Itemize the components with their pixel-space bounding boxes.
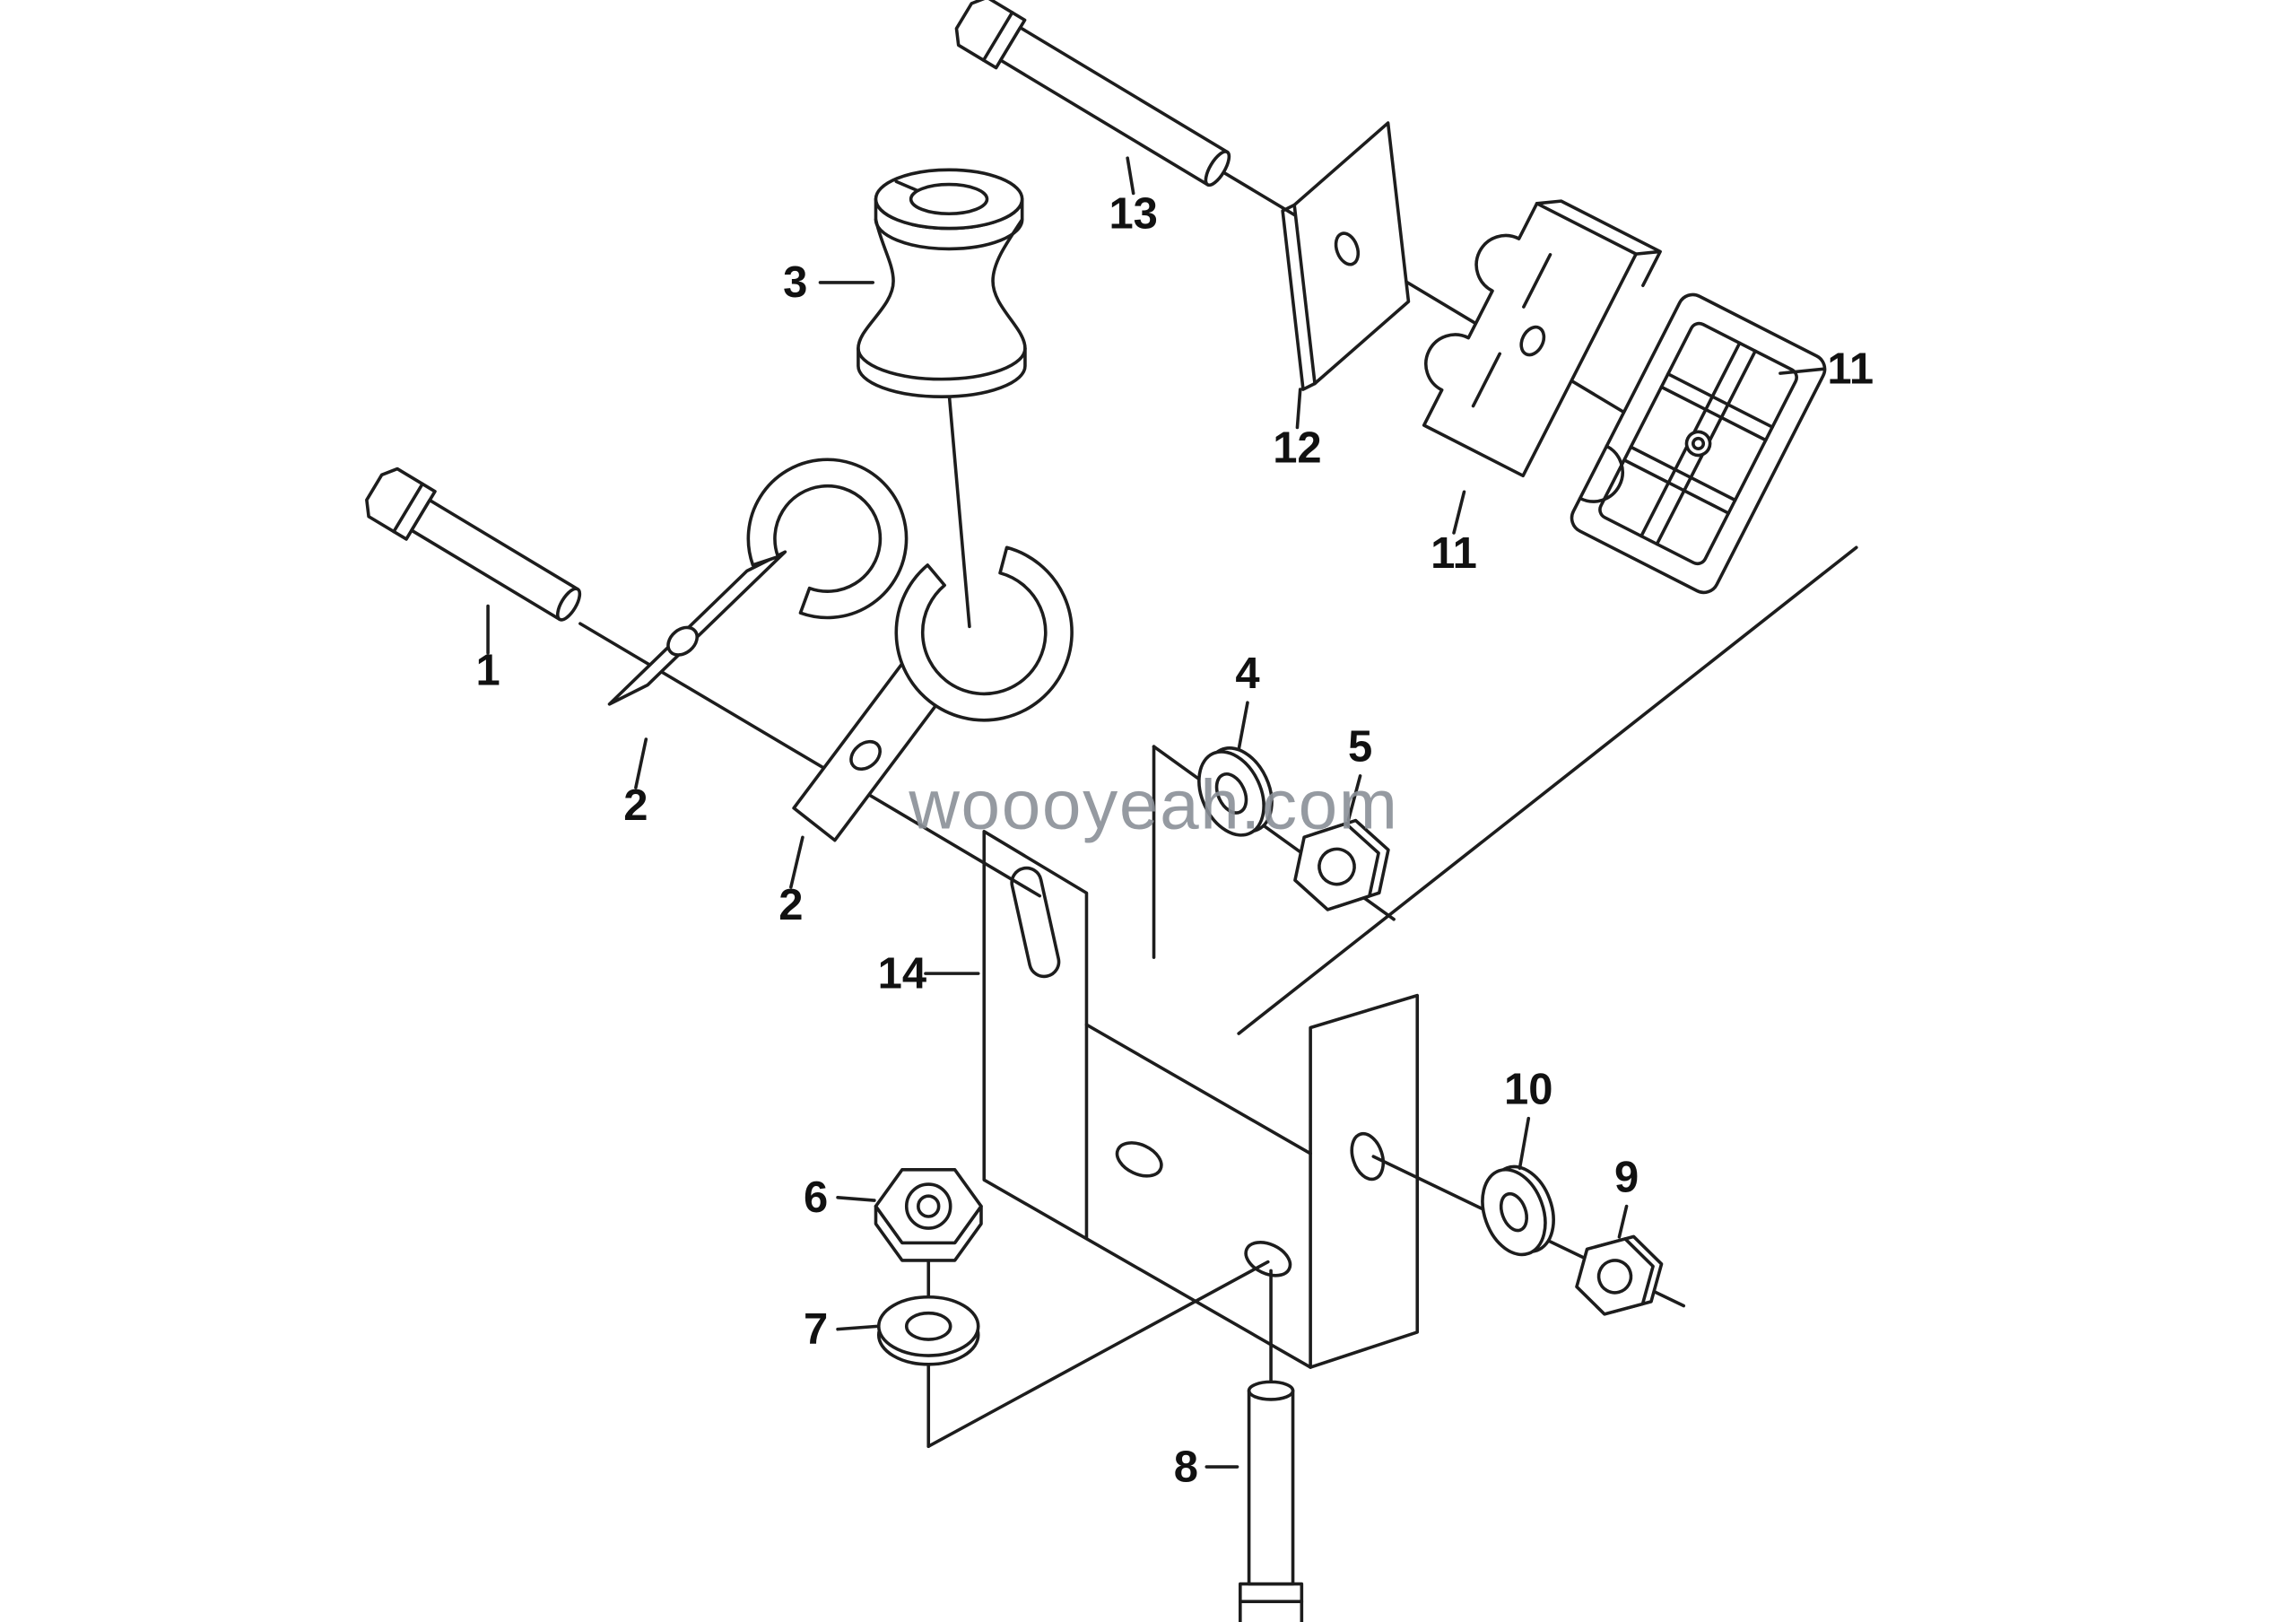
callouts: 1 2 2 3 4 5 6 7 8 9 10 11 11 12 13 14 [475,156,1874,1491]
callout-6: 6 [804,1173,828,1222]
nut-part-6 [874,1167,983,1262]
nut-part-5 [1293,818,1390,911]
callout-9: 9 [1614,1153,1639,1201]
nut-9-bore [1596,1259,1633,1295]
bolt-part-13 [954,0,1231,187]
washer-4-hole [1214,772,1248,815]
fold-line-left [926,1260,1270,1448]
leader-2a [634,737,648,789]
washer-part-4 [1197,746,1274,837]
callout-11a: 11 [1431,529,1477,578]
callout-2b: 2 [778,881,803,929]
callout-10: 10 [1504,1065,1552,1113]
nut-part-9 [1575,1234,1664,1316]
callout-14: 14 [878,949,926,998]
plate-hole [1334,231,1361,266]
nut-6-bore [904,1182,952,1230]
bushing-part-3 [857,168,1027,398]
watermark-text: woooyeah.com [908,765,1398,844]
leader-13 [1126,156,1135,196]
clamp-lower-hole [849,739,882,772]
leader-10 [1518,1116,1531,1170]
washer-part-10 [1481,1164,1555,1257]
block-part-11-ribbed [1570,292,1827,595]
leader-6 [836,1195,876,1202]
axis-bushing-clamps [947,390,971,629]
callout-7: 7 [804,1305,828,1354]
leader-12 [1295,388,1302,430]
bolt-part-8 [1239,1380,1304,1622]
callout-2a: 2 [623,781,648,830]
block-notched-hole [1519,325,1546,357]
leader-11b [1779,367,1826,375]
block-ribbed-hole [1684,430,1712,458]
bracket-side-hole [1350,1131,1386,1182]
callout-5: 5 [1348,723,1372,772]
washer-7-hole [904,1311,952,1341]
callout-3: 3 [783,258,807,307]
leader-11a [1452,490,1466,535]
block-part-11-notched [1422,199,1662,478]
leader-7 [836,1324,879,1331]
clamp-upper-hole [666,625,700,657]
clamp-part-2-lower [792,545,1074,842]
nut-5-bore [1318,847,1356,886]
clamp-part-2-upper [607,458,909,706]
leader-5 [1346,774,1362,822]
washer-part-7 [876,1295,980,1366]
leader-4 [1237,701,1249,752]
bracket-slot [1010,866,1061,979]
bushing-bore [909,182,989,216]
bolt-part-1 [365,467,582,622]
bracket-web-hole-front [1115,1141,1163,1178]
callout-12: 12 [1273,424,1321,473]
callout-11b: 11 [1827,345,1874,394]
callout-1: 1 [475,647,500,695]
plate-part-12 [1281,121,1411,391]
bushing-split-line [894,179,918,192]
bracket-part-14 [982,830,1420,1369]
callout-13: 13 [1109,190,1157,239]
fold-line-right [1237,545,1858,1035]
washer-10-hole [1499,1191,1528,1233]
callout-4: 4 [1235,650,1259,698]
callout-8: 8 [1174,1443,1198,1491]
leader-2b [789,835,804,889]
leader-9 [1617,1204,1629,1239]
